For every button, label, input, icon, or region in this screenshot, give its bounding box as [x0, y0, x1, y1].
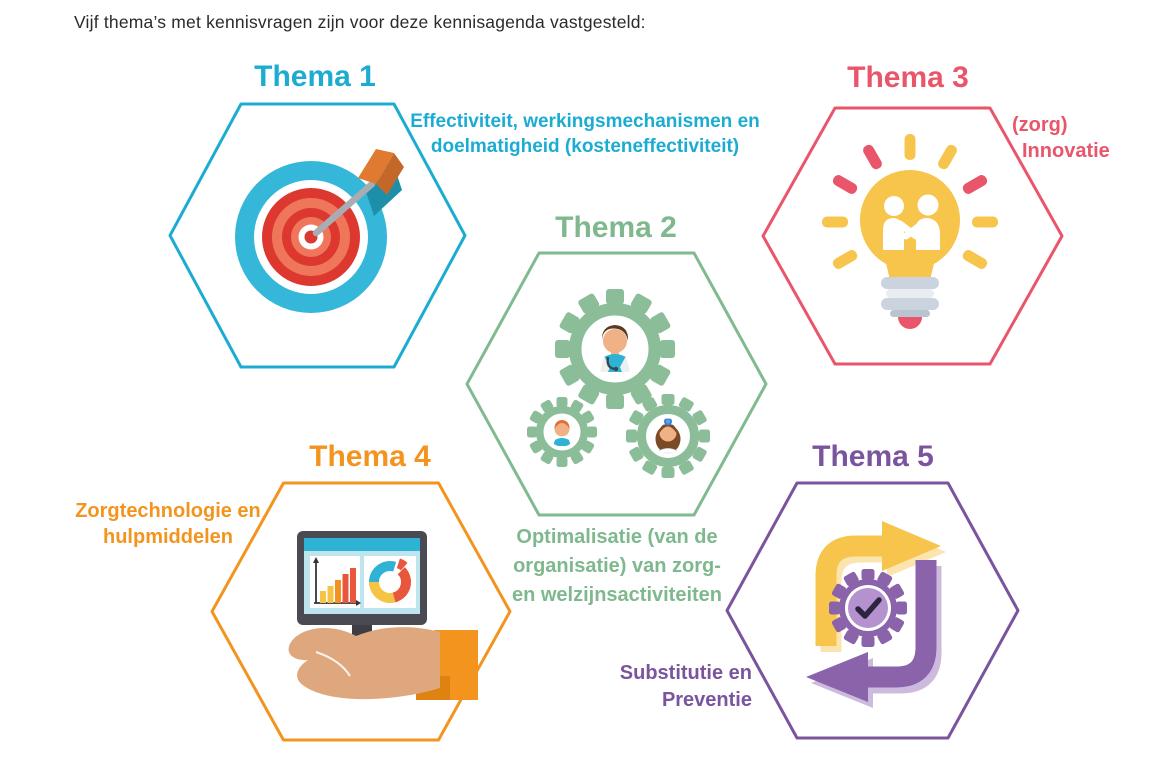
bar-chart	[313, 557, 361, 606]
theme-4-label: Thema 4	[309, 440, 431, 473]
theme-4-description-line: Zorgtechnologie en	[75, 500, 261, 522]
theme-3-description: (zorg) Innovatie	[1012, 112, 1110, 164]
dart-flight-dark	[376, 153, 404, 195]
cycle-arrows-gear-icon	[806, 521, 946, 708]
gear-patient	[527, 397, 597, 467]
hand-monitor-charts-icon	[288, 531, 478, 700]
theme-2-description: Optimalisatie (van de organisatie) van z…	[467, 523, 767, 610]
theme-5-description-line: Substitutie en	[619, 662, 752, 684]
theme-3-description-line: Innovatie	[1022, 140, 1110, 162]
gear-doctor	[555, 289, 675, 409]
page-title: Vijf thema’s met kennisvragen zijn voor …	[74, 12, 646, 32]
theme-2-description-line: en welzijnsactiviteiten	[511, 584, 723, 606]
gear-nurse	[626, 394, 710, 478]
dartboard-target-icon	[235, 149, 404, 313]
theme-2-description-line: Optimalisatie (van de	[516, 526, 718, 548]
theme-2-label: Thema 2	[555, 211, 677, 244]
hexagon-thema-5	[725, 481, 1020, 740]
donut-chart	[368, 558, 411, 604]
theme-3-description-line: (zorg)	[1012, 114, 1068, 136]
hexagon-thema-3	[761, 106, 1064, 366]
theme-5-description-line: Preventie	[661, 689, 752, 711]
monitor	[297, 531, 427, 625]
theme-3-label: Thema 3	[847, 61, 969, 94]
theme-5-description: Substitutie en Preventie	[512, 660, 752, 714]
dart-flight	[358, 149, 394, 184]
handshake-silhouettes	[883, 194, 940, 250]
theme-1-description: Effectiviteit, werkingsmechanismen en do…	[395, 109, 775, 159]
check-icon	[855, 597, 882, 619]
theme-1-description-line: Effectiviteit, werkingsmechanismen en	[410, 111, 760, 132]
theme-1-label: Thema 1	[254, 60, 376, 93]
hexagon-thema-4	[210, 481, 512, 742]
theme-2-description-line: organisatie) van zorg-	[513, 555, 721, 577]
theme-1-description-line: doelmatigheid (kosteneffectiviteit)	[430, 136, 740, 157]
gear-check	[829, 569, 907, 647]
lightbulb-handshake-icon	[822, 134, 998, 329]
theme-5-label: Thema 5	[812, 440, 934, 473]
arrow-left-purple	[864, 560, 937, 688]
gears-people-icon	[527, 289, 710, 478]
theme-4-description-line: hulpmiddelen	[103, 526, 233, 548]
hand	[288, 627, 440, 700]
hexagon-thema-2	[465, 251, 768, 517]
theme-4-description: Zorgtechnologie en hulpmiddelen	[38, 498, 298, 550]
arrow-right-yellow	[815, 535, 886, 646]
hexagon-thema-1	[168, 102, 467, 369]
